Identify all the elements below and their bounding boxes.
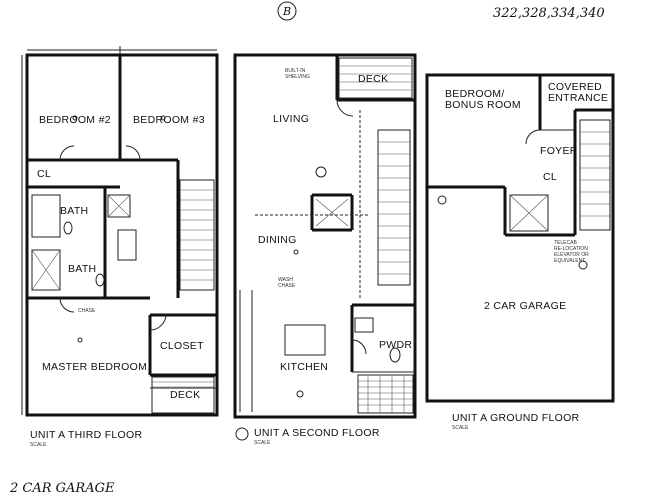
shower	[31, 249, 61, 291]
svg-text:TELECAB: TELECAB	[554, 240, 577, 246]
covered-entrance-label-line1: COVERED	[548, 81, 602, 93]
svg-text:CHASE: CHASE	[78, 308, 96, 314]
second-floor-plan: BUILT-IN SHELVING WASH CHASE DECK LIVING…	[233, 53, 417, 446]
covered-entrance-label-line2: ENTRANCE	[548, 92, 608, 104]
third-floor-deck-label: DECK	[170, 389, 200, 401]
ground-floor-plan: TELECAB RE-LOCATION ELEVATOR OR EQUIVALE…	[425, 73, 615, 431]
bonus-room-label-line1: BEDROOM/	[445, 88, 505, 100]
kitchen-island	[284, 324, 326, 356]
footer-note: 2 CAR GARAGE	[9, 481, 115, 496]
living-label: LIVING	[273, 113, 309, 125]
svg-text:ELEVATOR OR: ELEVATOR OR	[554, 252, 589, 258]
svg-text:SCALE: SCALE	[254, 440, 271, 446]
bonus-room-label-line2: BONUS ROOM	[445, 99, 521, 111]
third-floor-outline	[25, 53, 219, 417]
svg-text:BUILT-IN: BUILT-IN	[285, 68, 306, 74]
unit-numbers: 322,328,334,340	[493, 6, 605, 21]
sheet-badge: B	[277, 1, 297, 21]
svg-text:CHASE: CHASE	[278, 283, 296, 289]
second-floor-outline	[233, 53, 417, 419]
ground-floor-caption: UNIT A GROUND FLOOR	[452, 412, 580, 424]
garage-label: 2 CAR GARAGE	[484, 300, 566, 312]
kitchen-label: KITCHEN	[280, 361, 328, 373]
ground-floor-closet-label: CL	[543, 171, 557, 183]
closet-label: CLOSET	[160, 340, 204, 352]
second-floor-caption: UNIT A SECOND FLOOR	[254, 427, 380, 439]
third-floor-closet-small-label: CL	[37, 168, 51, 180]
svg-text:WASH: WASH	[278, 277, 293, 283]
foyer-label: FOYER	[540, 145, 578, 157]
ground-floor-outline	[425, 73, 615, 403]
svg-text:EQUIVALENT: EQUIVALENT	[554, 258, 585, 264]
powder-room-label: PWDR	[379, 339, 412, 351]
ground-floor-stair	[579, 119, 611, 231]
svg-text:RE-LOCATION: RE-LOCATION	[554, 246, 588, 252]
bathtub	[31, 194, 61, 238]
second-floor-deck-label: DECK	[358, 73, 388, 85]
dining-label: DINING	[258, 234, 297, 246]
second-floor-stair	[377, 129, 411, 286]
bedroom-2-label: BEDROOM #2	[39, 114, 111, 126]
bath-lower-label: BATH	[68, 263, 96, 275]
second-floor-caption-symbol	[235, 427, 249, 441]
bedroom-3-label: BEDROOM #3	[133, 114, 205, 126]
third-floor-stair	[179, 179, 215, 291]
bath-upper-label: BATH	[60, 205, 88, 217]
sheet-badge-text: B	[282, 5, 291, 18]
svg-text:SHELVING: SHELVING	[285, 74, 310, 80]
third-floor-plan: CHASE BEDROOM #2 BEDROOM #3 CL BATH BATH…	[21, 46, 219, 448]
svg-text:SCALE: SCALE	[452, 425, 469, 431]
master-bedroom-label: MASTER BEDROOM	[42, 361, 147, 373]
third-floor-caption: UNIT A THIRD FLOOR	[30, 429, 142, 441]
svg-text:SCALE: SCALE	[30, 442, 47, 448]
